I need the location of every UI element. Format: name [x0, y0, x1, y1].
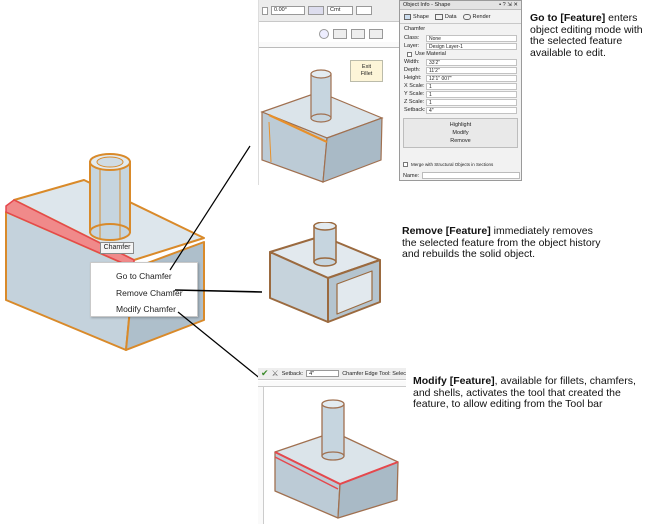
- width-field[interactable]: 33'2": [426, 58, 517, 66]
- context-menu: Go to Chamfer Remove Chamfer Modify Cham…: [90, 262, 198, 317]
- class-dropdown[interactable]: Crnt: [327, 6, 353, 15]
- view-icon[interactable]: [319, 29, 329, 39]
- remove-title: Remove [Feature]: [402, 225, 491, 237]
- x-scale-label: X Scale:: [404, 83, 425, 89]
- z-scale-label: Z Scale:: [404, 99, 425, 105]
- snap-grid-icon[interactable]: [308, 6, 324, 15]
- ruler-left: [258, 387, 264, 524]
- dropdown-arrow-icon[interactable]: [262, 6, 268, 15]
- name-field[interactable]: [422, 172, 521, 179]
- ruler-top: [258, 381, 406, 387]
- setback-field[interactable]: 4": [426, 106, 517, 114]
- top-viewport: 0.00° Crnt Exit Fillet: [258, 0, 401, 185]
- y-scale-field[interactable]: 1: [426, 90, 517, 98]
- checkmark-icon[interactable]: ✔: [261, 368, 269, 378]
- tab-shape-label: Shape: [413, 13, 429, 20]
- menu-item-modify-chamfer[interactable]: Modify Chamfer: [116, 304, 176, 314]
- tab-data[interactable]: Data: [434, 13, 457, 20]
- tab-data-label: Data: [444, 13, 457, 20]
- projection-icon[interactable]: [351, 29, 365, 39]
- tab-render[interactable]: Render: [462, 13, 491, 20]
- setback-toolbar-field[interactable]: 4": [306, 370, 340, 377]
- x-scale-field[interactable]: 1: [426, 82, 517, 90]
- ruler: [259, 42, 401, 48]
- depth-label: Depth:: [404, 67, 421, 73]
- chamfer-tool-icon[interactable]: ⚔: [271, 368, 279, 378]
- chamfer-tooltip: Chamfer: [100, 242, 134, 254]
- top-toolbar: 0.00° Crnt: [259, 0, 400, 22]
- description-remove: Remove [Feature] immediately removes the…: [402, 225, 602, 261]
- class-label: Class:: [404, 35, 420, 41]
- data-icon: [434, 13, 443, 20]
- use-material-label: Use Material: [415, 51, 446, 57]
- description-go-to: Go to [Feature] enters object editing mo…: [530, 12, 646, 59]
- exit-fillet-button[interactable]: Exit Fillet: [350, 60, 383, 82]
- merge-checkbox[interactable]: [403, 162, 408, 167]
- palette-controls[interactable]: ▪ ? ⇲ ✕: [499, 2, 518, 8]
- modify-viewport: ✔ ⚔ Setback: 4" Chamfer Edge Tool: Selec: [258, 368, 406, 524]
- tab-render-label: Render: [472, 13, 491, 20]
- tab-shape[interactable]: Shape: [404, 13, 429, 20]
- go-to-title: Go to [Feature]: [530, 12, 606, 24]
- width-label: Width:: [404, 59, 420, 65]
- height-label: Height:: [404, 75, 422, 81]
- y-scale-label: Y Scale:: [404, 91, 425, 97]
- layer-label: Layer:: [404, 43, 420, 49]
- tool-bar: ✔ ⚔ Setback: 4" Chamfer Edge Tool: Selec: [258, 368, 406, 380]
- angle-field[interactable]: 0.00°: [271, 6, 305, 15]
- solid-remove: [269, 222, 381, 323]
- use-material-checkbox[interactable]: [407, 51, 412, 57]
- highlight-button[interactable]: Highlight: [449, 122, 472, 128]
- remove-button[interactable]: Remove: [450, 138, 471, 144]
- solid-modify: [274, 399, 399, 519]
- layer-dropdown[interactable]: [356, 6, 372, 15]
- render-icon[interactable]: [333, 29, 347, 39]
- setback-toolbar-label: Setback:: [281, 370, 304, 377]
- go-to-text: enters object editing mode with the sele…: [530, 12, 643, 59]
- depth-field[interactable]: 11'2": [426, 66, 517, 74]
- modify-text: , available for fillets, chamfers, and s…: [413, 375, 636, 410]
- shape-icon: [404, 13, 411, 20]
- render-teapot-icon: [462, 13, 471, 20]
- view-tool-icons: [319, 29, 383, 39]
- layer-field[interactable]: Design Layer-1: [426, 42, 517, 50]
- object-info-palette: Object Info - Shape ▪ ? ⇲ ✕ Shape Data R…: [399, 0, 522, 181]
- tool-mode-label: Chamfer Edge Tool: Selec: [342, 370, 406, 377]
- name-label: Name:: [403, 172, 420, 179]
- modify-title: Modify [Feature]: [413, 375, 495, 387]
- setback-label: Setback:: [404, 107, 426, 113]
- description-modify: Modify [Feature], available for fillets,…: [413, 375, 645, 411]
- standard-view-icon[interactable]: [369, 29, 383, 39]
- menu-item-go-to-chamfer[interactable]: Go to Chamfer: [116, 271, 172, 281]
- solid-go-to: [260, 69, 384, 183]
- height-field[interactable]: 12'1" 007": [426, 74, 517, 82]
- menu-item-remove-chamfer[interactable]: Remove Chamfer: [116, 288, 183, 298]
- palette-title: Object Info - Shape: [403, 2, 451, 8]
- section-title: Chamfer: [404, 26, 426, 32]
- z-scale-field[interactable]: 1: [426, 98, 517, 106]
- class-field[interactable]: None: [426, 34, 517, 42]
- merge-label: Merge with Structural Objects in Section…: [411, 162, 494, 167]
- modify-button[interactable]: Modify: [452, 130, 469, 136]
- feature-buttons: Highlight Modify Remove: [403, 118, 518, 148]
- remove-text: immediately removes the selected feature…: [402, 225, 601, 260]
